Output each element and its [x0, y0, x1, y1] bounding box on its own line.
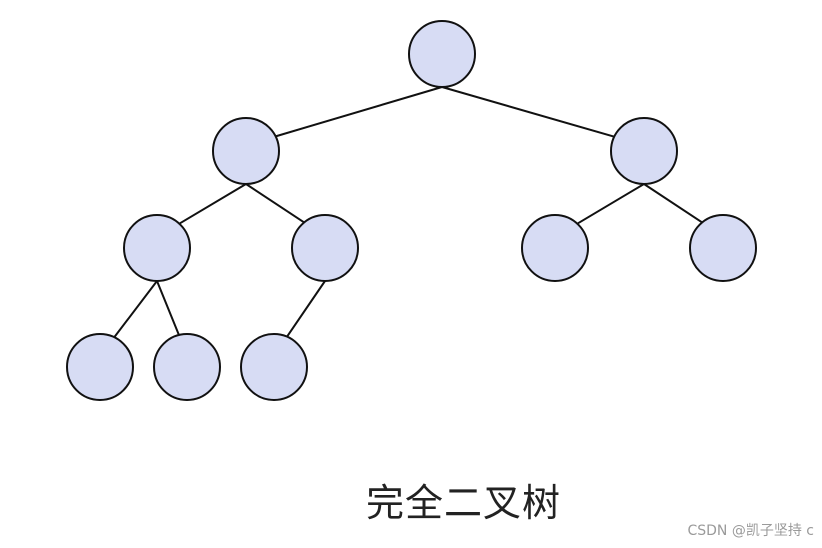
tree-node	[291, 214, 359, 282]
tree-edge	[441, 86, 616, 138]
tree-node	[66, 333, 134, 401]
tree-node	[240, 333, 308, 401]
tree-edge	[643, 183, 704, 224]
tree-node	[212, 117, 280, 185]
tree-edge	[274, 86, 443, 138]
tree-edge	[285, 280, 326, 338]
tree-node	[689, 214, 757, 282]
tree-node	[123, 214, 191, 282]
edges-layer	[113, 86, 704, 339]
tree-node	[408, 20, 476, 88]
tree-edge	[576, 183, 645, 225]
tree-edge	[245, 183, 306, 224]
tree-edge	[178, 183, 247, 225]
tree-edge	[113, 280, 158, 339]
tree-node	[521, 214, 589, 282]
tree-edge	[156, 280, 180, 337]
tree-node	[153, 333, 221, 401]
diagram-caption: 完全二叉树	[366, 481, 562, 525]
tree-node	[610, 117, 678, 185]
nodes-layer	[66, 20, 757, 401]
watermark-text: CSDN @凯子坚持 c	[687, 523, 814, 539]
